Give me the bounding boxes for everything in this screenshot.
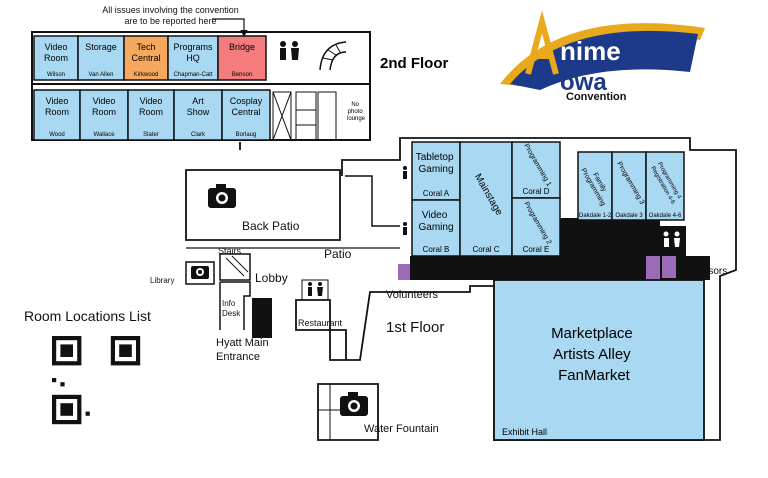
anime-iowa-logo: nime owa Convention bbox=[500, 10, 705, 103]
room-2f-bottom-sub: Clark bbox=[191, 132, 206, 138]
room-mainstage bbox=[459, 141, 513, 257]
room-family-programming bbox=[577, 151, 613, 221]
room-2f-bottom-sub: Wallace bbox=[93, 132, 115, 138]
svg-text:Oakdale 3: Oakdale 3 bbox=[615, 213, 643, 219]
restroom-icon-oakdale bbox=[663, 231, 680, 247]
sponsors-label: Sponsors bbox=[685, 266, 727, 277]
stairwell-2f bbox=[272, 91, 337, 141]
exhibit-hall bbox=[493, 279, 705, 441]
room-2f-top-name: Storage bbox=[85, 42, 117, 52]
water-fountain-label: Water Fountain bbox=[364, 423, 439, 435]
stairs-icon-2f bbox=[319, 41, 347, 71]
restaurant-label: Restaurant bbox=[298, 318, 343, 328]
first-floor: Tabletop Gaming Coral A Video Gaming Cor… bbox=[150, 137, 737, 441]
library-room bbox=[185, 261, 215, 285]
exhibit-hall-label: Marketplace Artists Alley FanMarket bbox=[551, 325, 637, 384]
restroom-icon-lobby bbox=[301, 279, 329, 301]
volunteers-label: Volunteers bbox=[386, 289, 438, 301]
logo-subtitle: Convention bbox=[566, 91, 627, 103]
back-patio-label: Back Patio bbox=[242, 219, 300, 233]
room-programming-3 bbox=[611, 151, 647, 221]
patio-label: Patio bbox=[324, 247, 352, 261]
lobby-label: Lobby bbox=[255, 271, 288, 285]
svg-text:Video Gaming: Video Gaming bbox=[418, 210, 453, 233]
svg-text:Coral A: Coral A bbox=[423, 189, 450, 198]
svg-text:Coral E: Coral E bbox=[523, 245, 550, 254]
svg-text:Coral B: Coral B bbox=[423, 245, 450, 254]
svg-text:Tabletop Gaming: Tabletop Gaming bbox=[416, 152, 457, 175]
room-2f-top-sub: Wilson bbox=[47, 72, 65, 78]
hyatt-entrance-label: Hyatt Main Entrance bbox=[216, 337, 272, 363]
floor2-label: 2nd Floor bbox=[380, 55, 448, 72]
sponsors-area-a bbox=[646, 256, 660, 280]
room-tabletop-gaming bbox=[411, 141, 461, 201]
camera-icon-library bbox=[191, 266, 209, 279]
sponsors-area-b bbox=[662, 256, 676, 278]
library-label: Library bbox=[150, 276, 174, 285]
room-locations-label: Room Locations List bbox=[24, 308, 151, 324]
camera-icon-back-patio bbox=[208, 184, 236, 208]
logo-brand-line2: owa bbox=[560, 69, 607, 96]
room-2f-top-name: Bridge bbox=[229, 42, 255, 52]
room-2f-top-sub: Chapman-Catt bbox=[173, 72, 212, 78]
room-2f-top-sub: Kirkwood bbox=[134, 72, 159, 78]
stairs-label: Stairs bbox=[218, 246, 242, 256]
room-2f-top-sub: Benson bbox=[232, 72, 252, 78]
svg-text:Oakdale 4-6: Oakdale 4-6 bbox=[649, 213, 682, 219]
info-desk-label: Info Desk bbox=[222, 299, 241, 318]
report-note-line2: are to be reported here bbox=[124, 16, 217, 26]
report-arrow bbox=[212, 18, 248, 38]
camera-icon-water-fountain bbox=[340, 392, 368, 416]
volunteers-area bbox=[398, 264, 410, 280]
room-programming-4 bbox=[645, 151, 685, 221]
restroom-icon-2f bbox=[280, 41, 299, 60]
stairs-1f bbox=[219, 253, 251, 281]
no-photo-lounge: No photo lounge bbox=[347, 102, 366, 122]
room-2f-top-sub: Van Allen bbox=[89, 72, 114, 78]
floor1-label: 1st Floor bbox=[386, 319, 444, 336]
svg-text:Coral D: Coral D bbox=[522, 187, 549, 196]
restroom-icon-coral bbox=[403, 166, 407, 235]
exhibit-hall-sub: Exhibit Hall bbox=[502, 427, 547, 437]
svg-text:Oakdale 1-2: Oakdale 1-2 bbox=[579, 213, 612, 219]
room-2f-bottom-sub: Slater bbox=[143, 132, 159, 138]
svg-text:Coral C: Coral C bbox=[472, 245, 499, 254]
room-programming-2 bbox=[511, 197, 561, 257]
qr-code bbox=[52, 336, 141, 425]
room-2f-bottom-sub: Wood bbox=[49, 132, 65, 138]
report-note: All issues involving the convention are … bbox=[78, 5, 263, 27]
report-note-line1: All issues involving the convention bbox=[102, 5, 239, 15]
room-2f-bottom-sub: Borlaug bbox=[236, 132, 257, 138]
logo-brand: nime bbox=[560, 36, 621, 66]
